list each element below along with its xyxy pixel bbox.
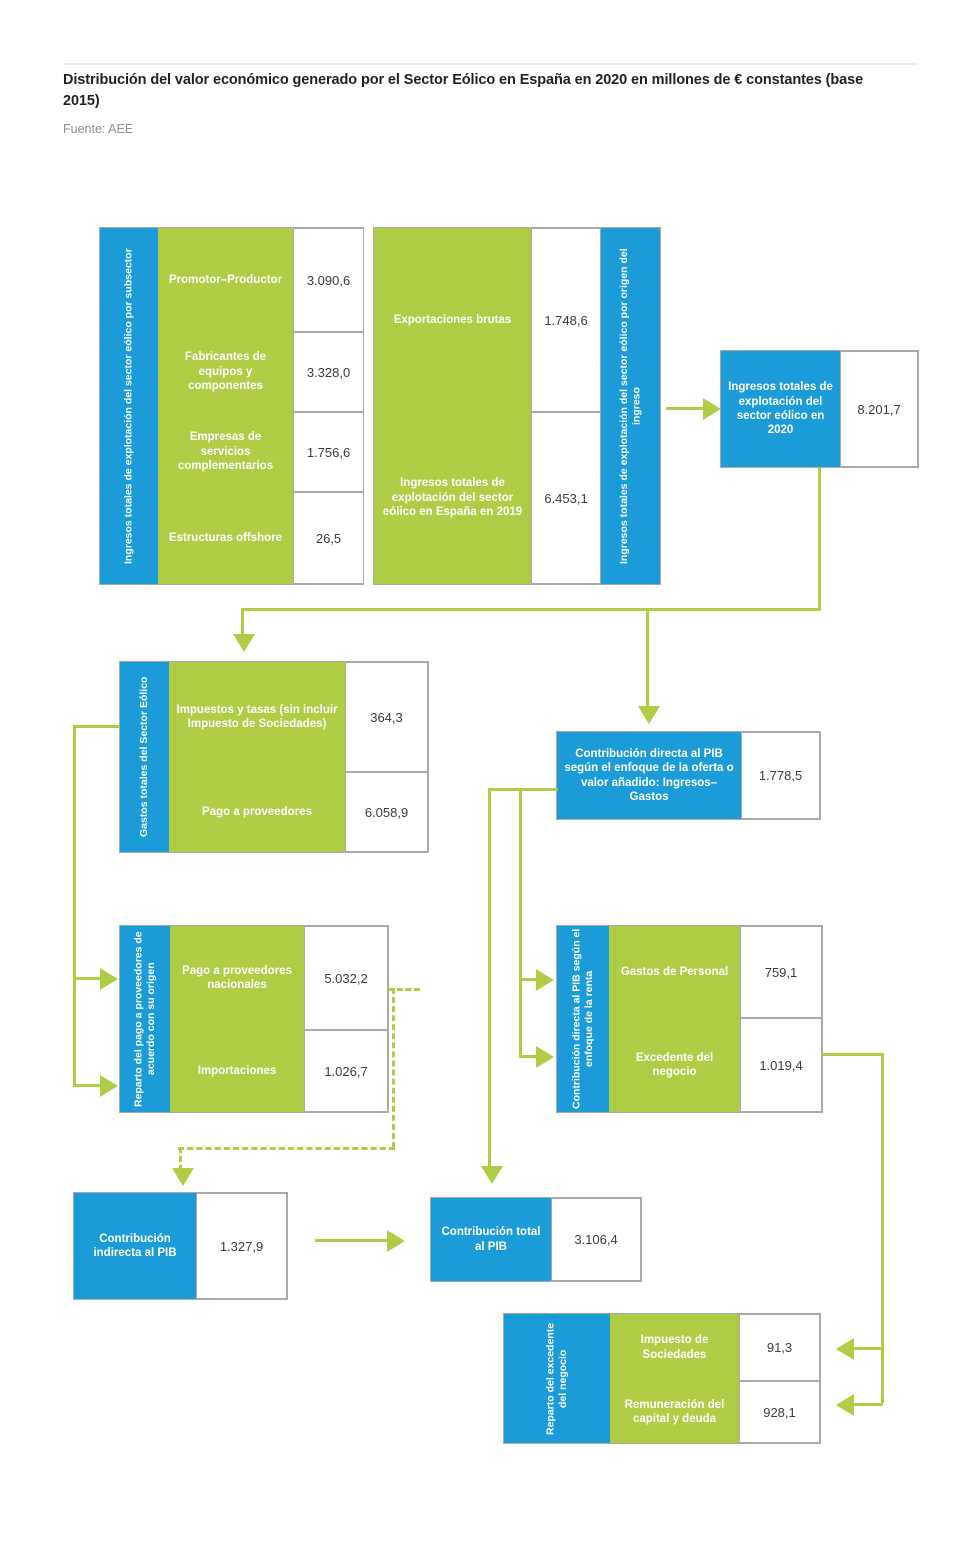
- edge-oferta-to-excedente-line: [519, 1055, 537, 1058]
- node-ingresos-origen-sidelabel: Ingresos totales de explotación del sect…: [601, 228, 660, 584]
- node-contrib-indirecta-value: 1.327,9: [196, 1193, 287, 1299]
- edge-oferta-rail-inner: [519, 788, 522, 1058]
- node-reparto-pago-sidelabel: Reparto del pago a proveedores de acuerd…: [120, 926, 170, 1112]
- node-contrib-oferta-value: 1.778,5: [741, 732, 820, 819]
- node-ingresos-subsector-sidelabel: Ingresos totales de explotación del sect…: [100, 228, 158, 584]
- row-ingresos-2019-label: Ingresos totales de explotación del sect…: [374, 412, 531, 584]
- edge-reparto-dashed-top: [388, 988, 420, 991]
- row-impuesto-sociedades-value: 91,3: [739, 1314, 820, 1381]
- row-importaciones-value: 1.026,7: [304, 1030, 388, 1112]
- row-fabricantes-label: Fabricantes de equipos y componentes: [158, 332, 293, 412]
- edge-total-branch-horizontal: [241, 608, 821, 611]
- edge-indirecta-to-total-line: [315, 1239, 388, 1242]
- edge-excedente-right-rail: [881, 1053, 884, 1403]
- edge-total-to-gastos-stem: [241, 608, 244, 636]
- row-offshore-label: Estructuras offshore: [158, 492, 293, 584]
- edge-reparto-dashed-right: [392, 988, 395, 1148]
- edge-origen-to-total-arrowhead: [703, 398, 721, 420]
- edge-excedente-to-impuesto-line: [853, 1347, 883, 1350]
- edge-total-to-gastos-arrowhead: [233, 634, 255, 652]
- node-ingresos-2020-value: 8.201,7: [840, 351, 918, 467]
- edge-oferta-rail-outer: [488, 788, 491, 1168]
- edge-gastos-left-rail: [73, 725, 76, 1087]
- edge-gastos-to-pago-nacional-line: [73, 977, 101, 980]
- node-contrib-indirecta-label: Contribución indirecta al PIB: [74, 1193, 196, 1299]
- row-pago-nacionales-label: Pago a proveedores nacionales: [170, 926, 304, 1030]
- edge-gastos-to-importaciones-arrowhead: [100, 1075, 118, 1097]
- row-gastos-personal-label: Gastos de Personal: [609, 926, 740, 1018]
- edge-excedente-to-remuneracion-arrowhead: [836, 1394, 854, 1416]
- edge-reparto-dashed-down: [179, 1147, 182, 1171]
- edge-total-to-oferta-stem: [646, 608, 649, 708]
- row-pago-proveedores-value: 6.058,9: [345, 772, 428, 852]
- node-reparto-excedente-sidelabel: Reparto del excedente del negocio: [504, 1314, 610, 1443]
- row-exportaciones-label: Exportaciones brutas: [374, 228, 531, 412]
- node-contrib-total-value: 3.106,4: [551, 1198, 641, 1281]
- row-exportaciones-value: 1.748,6: [531, 228, 601, 412]
- edge-excedente-to-remuneracion-line: [853, 1403, 883, 1406]
- edge-total-down-stem: [818, 468, 821, 611]
- row-ingresos-2019-value: 6.453,1: [531, 412, 601, 584]
- node-contrib-oferta-label: Contribución directa al PIB según el enf…: [557, 732, 741, 819]
- row-pago-nacionales-value: 5.032,2: [304, 926, 388, 1030]
- edge-oferta-to-gastos-personal-line: [519, 978, 537, 981]
- edge-oferta-to-gastos-personal-arrowhead: [536, 969, 554, 991]
- header-rule: [63, 63, 918, 65]
- node-ingresos-2020-label: Ingresos totales de explotación del sect…: [721, 351, 840, 467]
- row-remuneracion-capital-label: Remuneración del capital y deuda: [610, 1381, 739, 1443]
- edge-oferta-to-excedente-arrowhead: [536, 1046, 554, 1068]
- edge-oferta-out-horizontal: [488, 788, 558, 791]
- edge-oferta-to-total-arrowhead: [481, 1166, 503, 1184]
- node-contrib-total-label: Contribución total al PIB: [431, 1198, 551, 1281]
- row-gastos-personal-value: 759,1: [740, 926, 822, 1018]
- row-excedente-negocio-value: 1.019,4: [740, 1018, 822, 1112]
- row-remuneracion-capital-value: 928,1: [739, 1381, 820, 1443]
- edge-reparto-dashed-bottom: [178, 1147, 395, 1150]
- edge-reparto-to-indirecta-arrowhead: [172, 1168, 194, 1186]
- source-label: Fuente: AEE: [63, 122, 134, 136]
- row-impuestos-tasas-label: Impuestos y tasas (sin incluir Impuesto …: [169, 662, 345, 772]
- edge-gastos-to-pago-nacional-arrowhead: [100, 968, 118, 990]
- row-promotor-productor-label: Promotor–Productor: [158, 228, 293, 332]
- page-title: Distribución del valor económico generad…: [63, 72, 864, 109]
- row-impuesto-sociedades-label: Impuesto de Sociedades: [610, 1314, 739, 1381]
- edge-total-to-oferta-arrowhead: [638, 706, 660, 724]
- row-offshore-value: 26,5: [293, 492, 364, 584]
- edge-gastos-to-importaciones-line: [73, 1084, 101, 1087]
- edge-excedente-to-impuesto-arrowhead: [836, 1338, 854, 1360]
- row-servicios-value: 1.756,6: [293, 412, 364, 492]
- row-promotor-productor-value: 3.090,6: [293, 228, 364, 332]
- edge-gastos-out-horizontal: [73, 725, 120, 728]
- edge-indirecta-to-total-arrowhead: [387, 1230, 405, 1252]
- edge-excedente-out-horizontal: [822, 1053, 884, 1056]
- row-servicios-label: Empresas de servicios complementarios: [158, 412, 293, 492]
- row-pago-proveedores-label: Pago a proveedores: [169, 772, 345, 852]
- node-contrib-renta-sidelabel: Contribución directa al PIB según el enf…: [557, 926, 609, 1112]
- node-gastos-sidelabel: Gastos totales del Sector Eólico: [120, 662, 169, 852]
- row-excedente-negocio-label: Excedente del negocio: [609, 1018, 740, 1112]
- edge-origen-to-total-line: [666, 407, 704, 410]
- row-importaciones-label: Importaciones: [170, 1030, 304, 1112]
- row-impuestos-tasas-value: 364,3: [345, 662, 428, 772]
- row-fabricantes-value: 3.328,0: [293, 332, 364, 412]
